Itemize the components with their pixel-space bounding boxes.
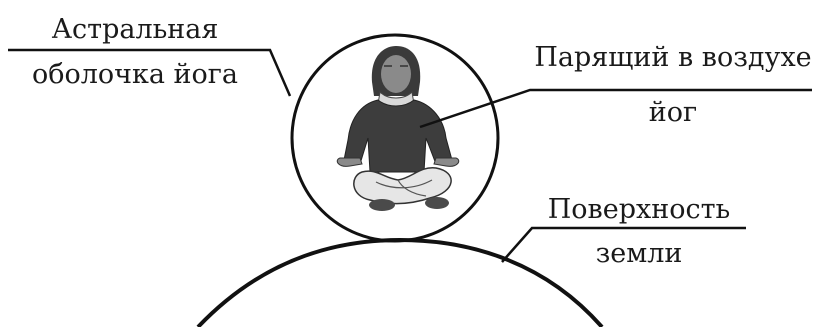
earth-surface-arc xyxy=(196,237,604,327)
yogi-label-line2: йог xyxy=(649,97,697,128)
astral-leader-line xyxy=(8,48,292,97)
astral-label-line2: оболочка йога xyxy=(32,59,238,90)
meditating-yogi-figure xyxy=(336,46,460,211)
earth-label-line2: земли xyxy=(596,238,683,269)
earth-label-line1: Поверхность xyxy=(548,194,731,225)
yogi-label-line1: Парящий в воздухе xyxy=(534,42,811,73)
yogi-leader-line xyxy=(419,88,812,129)
astral-sheath-circle xyxy=(290,33,500,243)
earth-leader-line xyxy=(501,226,746,263)
astral-label-line1: Астральная xyxy=(52,14,219,45)
leader-lines xyxy=(8,48,812,263)
